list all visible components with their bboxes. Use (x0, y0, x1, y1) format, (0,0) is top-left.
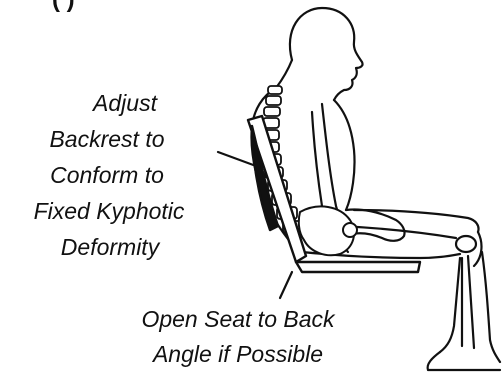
tibia-bone (468, 256, 474, 348)
backrest-label-line-4: Fixed Kyphotic (4, 196, 214, 226)
calf-back (440, 258, 460, 352)
hip-joint (343, 223, 357, 237)
head-outline (290, 8, 363, 100)
backrest-label-line-3: Conform to (22, 160, 192, 190)
chair-seat (296, 262, 420, 272)
chest-outline (334, 100, 355, 210)
backrest-label-line-2: Backrest to (22, 124, 192, 154)
backrest-label-line-1: Adjust (60, 88, 190, 118)
seat-leader-line (280, 272, 292, 298)
seat-label-line-1: Open Seat to Back (118, 304, 358, 334)
seat-label-line-2: Angle if Possible (128, 339, 348, 369)
backrest-leader-line (218, 152, 256, 166)
upper-arm-inner (312, 112, 322, 206)
backrest-label-line-5: Deformity (40, 232, 180, 262)
shin-front (482, 252, 500, 362)
knee-joint (456, 236, 476, 252)
neck-outline (276, 60, 292, 88)
foot-outline (428, 352, 500, 370)
